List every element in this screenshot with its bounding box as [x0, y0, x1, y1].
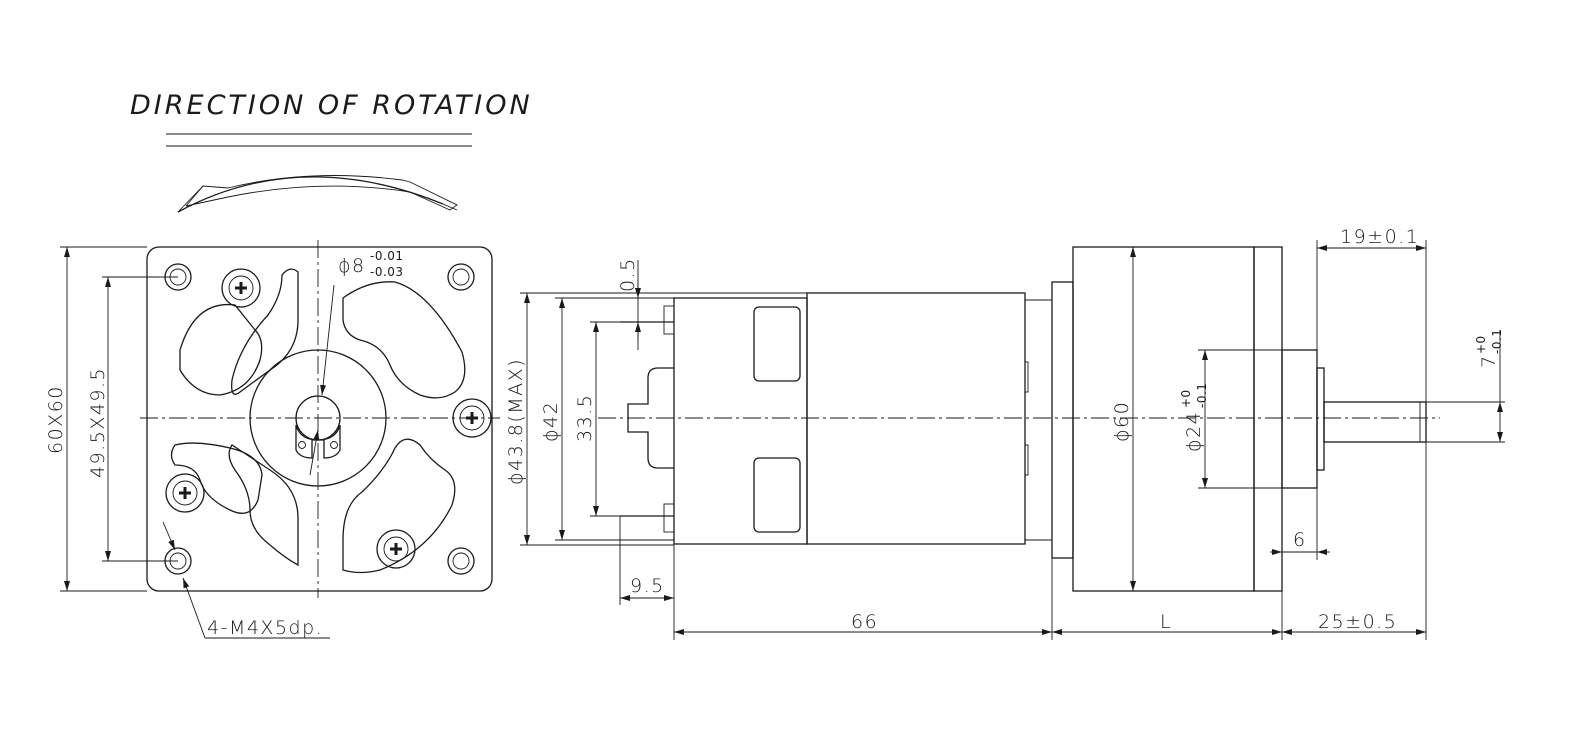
flat-size-label: 7: [1478, 354, 1500, 368]
svg-text:-0.1: -0.1: [1195, 383, 1209, 408]
svg-text:-0.1: -0.1: [1490, 329, 1504, 354]
boss-length-label: 6: [1293, 529, 1307, 551]
svg-text:+0: +0: [1474, 335, 1488, 354]
motor-can: [806, 292, 1026, 545]
mount-hole-tr: [447, 263, 475, 291]
flat-length-label: 19±0.1: [1340, 226, 1419, 248]
svg-text:-0.01: -0.01: [370, 249, 404, 263]
motor-max-dia-label: ϕ43.8(MAX): [505, 358, 527, 485]
title: DIRECTION OF ROTATION: [130, 90, 533, 121]
svg-text:-0.03: -0.03: [370, 265, 404, 279]
rotation-arrow-icon: [177, 175, 458, 213]
gearbox-length-label: L: [1160, 611, 1172, 633]
gearbox: [1072, 246, 1255, 592]
screw-icon: [221, 268, 261, 308]
motor-endcap: [673, 297, 808, 545]
terminal-span-label: 33.5: [574, 394, 596, 442]
front-view: ϕ8 -0.01 -0.03 60X60 49.5X49.5 4-M4X5dp.: [45, 240, 500, 639]
boss-dia-label: ϕ24: [1183, 411, 1205, 452]
motor-length-label: 66: [851, 611, 878, 633]
gearbox-dia-label: ϕ60: [1111, 401, 1133, 442]
holes-label: 4-M4X5dp.: [207, 617, 323, 639]
mount-hole-br: [447, 547, 475, 575]
flange-outline: [146, 246, 493, 592]
flange-size-label: 60X60: [45, 385, 67, 454]
svg-text:+0: +0: [1179, 389, 1193, 408]
motor-dia-label: ϕ42: [540, 401, 562, 442]
output-shaft: [1323, 401, 1427, 443]
shaft-length-label: 25±0.5: [1318, 611, 1397, 633]
terminal-offset-label: 9.5: [630, 575, 665, 597]
side-view: 0.5 ϕ43.8(MAX) ϕ42 33.5 9.5 66 L 25±0.5: [505, 226, 1505, 640]
gap-label: 0.5: [617, 257, 639, 292]
shaft-dia-label: ϕ8: [338, 255, 366, 277]
hole-spacing-label: 49.5X49.5: [87, 367, 109, 478]
screw-icon: [376, 529, 416, 569]
screw-icon: [165, 473, 205, 513]
